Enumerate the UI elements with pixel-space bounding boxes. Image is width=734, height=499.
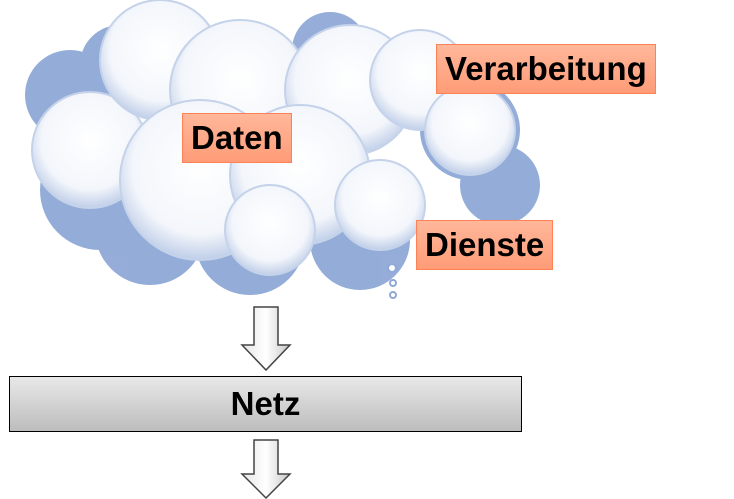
network-label: Netz — [230, 385, 301, 422]
network-box: Netz — [9, 376, 522, 432]
label-verarbeitung: Verarbeitung — [436, 44, 656, 94]
label-dienste: Dienste — [416, 220, 554, 270]
label-daten: Daten — [182, 113, 292, 163]
arrow-down-icon — [240, 439, 292, 499]
arrow-down-icon — [240, 306, 292, 372]
